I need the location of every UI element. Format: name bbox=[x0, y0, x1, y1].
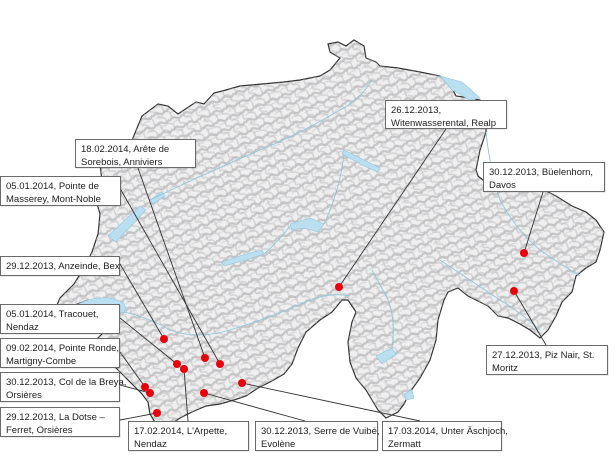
marker-witenwasserental bbox=[335, 283, 343, 291]
callout-line2: Martigny-Combe bbox=[6, 356, 77, 367]
lake-lugano bbox=[403, 389, 415, 401]
callout-line2: Davos bbox=[489, 180, 516, 191]
callout-line2: Moritz bbox=[492, 363, 518, 374]
leader-pointe-ronde bbox=[119, 351, 146, 388]
leader-piz-nair bbox=[513, 290, 547, 346]
callout-buelenhorn: 30.12.2013, Büelenhorn, Davos bbox=[483, 162, 605, 192]
leader-la-dotse bbox=[119, 412, 158, 421]
callout-anzeinde: 29.12.2013, Anzeinde, Bex bbox=[0, 256, 120, 276]
callout-line1: 30.12.2013, Büelenhorn, bbox=[489, 167, 594, 178]
leader-witenwasserental bbox=[338, 128, 447, 288]
lake-maggiore bbox=[375, 347, 397, 365]
marker-buelenhorn bbox=[520, 249, 528, 257]
callout-masserey: 05.01.2014, Pointe de Masserey, Mont-Nob… bbox=[0, 176, 121, 206]
marker-la-dotse bbox=[153, 409, 161, 417]
callout-la-dotse: 29.12.2013, La Dotse – Ferret, Orsières bbox=[0, 407, 120, 437]
callout-line2: Nendaz bbox=[134, 439, 167, 450]
marker-anzeinde bbox=[160, 335, 168, 343]
callout-line2: Orsières bbox=[6, 390, 42, 401]
callout-line2: Evolène bbox=[261, 439, 296, 450]
leader-unter-aeschjoch bbox=[241, 382, 421, 422]
callout-unter-aeschjoch: 17.03.2014, Unter Äschjoch, Zermatt bbox=[382, 421, 508, 451]
callout-line2: Zermatt bbox=[388, 439, 421, 450]
lake-constance bbox=[439, 75, 481, 101]
callout-line2: Masserey, Mont-Noble bbox=[6, 194, 101, 205]
callout-line1: 09.02.2014, Pointe Ronde, bbox=[6, 343, 120, 354]
callout-line1: 17.03.2014, Unter Äschjoch, bbox=[388, 426, 508, 437]
callout-witenwasserental: 26.12.2013, Witenwasserental, Realp bbox=[385, 100, 507, 129]
callout-line1: 27.12.2013, Piz Nair, St. bbox=[492, 350, 595, 361]
marker-masserey bbox=[216, 360, 224, 368]
callout-col-breya: 30.12.2013, Col de la Breya, Orsières bbox=[0, 372, 127, 402]
callout-line1: 05.01.2014, Pointe de bbox=[6, 181, 99, 192]
marker-unter-aeschjoch bbox=[238, 379, 246, 387]
marker-sorebois bbox=[201, 354, 209, 362]
callout-line1: 18.02.2014, Arête de bbox=[81, 144, 170, 155]
leader-col-breya bbox=[119, 384, 151, 394]
marker-col-breya bbox=[146, 389, 154, 397]
leader-sorebois bbox=[137, 167, 206, 359]
callout-tracouet: 05.01.2014, Tracouet, Nendaz bbox=[0, 304, 120, 334]
leader-tracouet bbox=[119, 317, 178, 365]
callout-line2: Sorebois, Anniviers bbox=[81, 157, 163, 168]
callout-piz-nair: 27.12.2013, Piz Nair, St. Moritz bbox=[486, 345, 608, 375]
lake-lucerne bbox=[289, 217, 325, 233]
avalanche-markers bbox=[141, 249, 528, 417]
callout-line1: 17.02.2014, L'Arpette, bbox=[134, 426, 228, 437]
marker-tracouet bbox=[173, 360, 181, 368]
leader-serre-vuibe bbox=[203, 392, 306, 422]
marker-piz-nair bbox=[510, 287, 518, 295]
callout-line1: 30.12.2013, Serre de Vuibé, bbox=[261, 426, 380, 437]
lake-zurich bbox=[341, 149, 381, 173]
callout-serre-vuibe: 30.12.2013, Serre de Vuibé, Evolène bbox=[255, 421, 380, 451]
callout-line1: 30.12.2013, Col de la Breya, bbox=[6, 377, 127, 388]
marker-arpette bbox=[180, 365, 188, 373]
leader-masserey bbox=[120, 189, 221, 365]
callout-line1: 26.12.2013, bbox=[391, 105, 442, 116]
leader-arpette bbox=[183, 368, 189, 422]
callout-sorebois: 18.02.2014, Arête de Sorebois, Anniviers bbox=[75, 139, 196, 168]
callout-line2: Ferret, Orsières bbox=[6, 425, 73, 436]
callout-line1: 29.12.2013, La Dotse – bbox=[6, 412, 105, 423]
marker-pointe-ronde bbox=[141, 383, 149, 391]
leader-anzeinde bbox=[119, 263, 165, 340]
callout-line1: 05.01.2014, Tracouet, bbox=[6, 309, 99, 320]
callout-line2: Nendaz bbox=[6, 322, 39, 333]
marker-serre-vuibe bbox=[200, 389, 208, 397]
callout-pointe-ronde: 09.02.2014, Pointe Ronde, Martigny-Combe bbox=[0, 338, 120, 368]
callout-line2: Witenwasserental, Realp bbox=[391, 118, 497, 129]
leader-buelenhorn bbox=[523, 191, 544, 254]
callout-line1: 29.12.2013, Anzeinde, Bex bbox=[6, 261, 120, 272]
callout-arpette: 17.02.2014, L'Arpette, Nendaz bbox=[128, 421, 249, 451]
leader-lines bbox=[119, 128, 547, 422]
lake-neuchatel bbox=[107, 205, 147, 243]
